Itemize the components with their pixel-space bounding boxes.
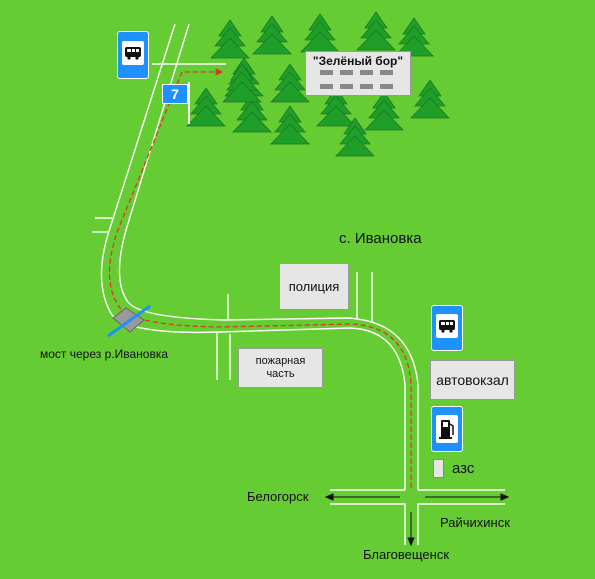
tree-icon xyxy=(335,117,375,157)
arrow-icon xyxy=(324,493,334,501)
bridge xyxy=(107,304,151,338)
police-building: полиция xyxy=(279,263,349,310)
tree-icon xyxy=(316,87,356,127)
tree-icon xyxy=(222,63,262,103)
direction-west-label: Белогорск xyxy=(247,489,309,504)
bus-stop-sign xyxy=(117,31,149,79)
tree-icon xyxy=(252,15,292,55)
tree-icon xyxy=(356,11,396,51)
tree-icon xyxy=(410,79,450,119)
tree-icon xyxy=(364,91,404,131)
route-line xyxy=(108,71,412,490)
tree-icon xyxy=(300,13,340,53)
bus-station-building: автовокзал xyxy=(430,360,515,400)
tree-icon xyxy=(270,105,310,145)
route-marker: 7 xyxy=(162,84,188,104)
fire-station-building: пожарная часть xyxy=(238,348,323,388)
tree-icon xyxy=(186,87,226,127)
arrow-icon xyxy=(500,493,510,501)
gas-station-icon xyxy=(436,415,458,443)
road-edge xyxy=(118,23,419,490)
road-edge xyxy=(417,503,505,545)
road-edge xyxy=(100,23,406,490)
village-label: с. Ивановка xyxy=(339,230,422,247)
sanatorium-name: "Зелёный бор" xyxy=(312,54,404,68)
bus-stop-icon xyxy=(436,314,458,338)
direction-south-label: Благовещенск xyxy=(363,547,450,562)
sanatorium-building: "Зелёный бор" xyxy=(305,51,411,96)
route-marker-pole xyxy=(188,82,190,124)
direction-east-label: Райчихинск xyxy=(440,515,510,530)
bus-stop-sign xyxy=(431,305,463,351)
tree-icon xyxy=(210,19,250,59)
route-number: 7 xyxy=(171,86,179,102)
bridge-label: мост через р.Ивановка xyxy=(40,347,169,361)
road-edge xyxy=(330,503,406,545)
gas-station-label: азс xyxy=(452,460,475,477)
tree-icon xyxy=(270,63,310,103)
bus-stop-icon xyxy=(122,41,144,65)
arrow-icon xyxy=(215,68,224,76)
gas-station-building xyxy=(433,459,444,478)
gas-station-sign xyxy=(431,406,463,452)
arrow-icon xyxy=(407,537,415,547)
